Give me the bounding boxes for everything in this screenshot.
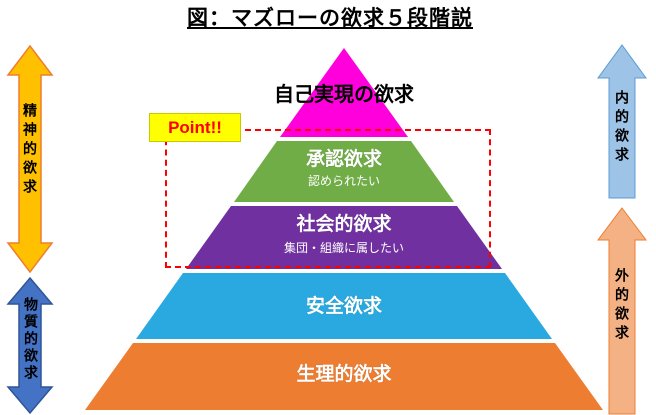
material-needs-label: 物質的欲求 (23, 297, 39, 382)
level-label-self-actualization: 自己実現の欲求 (274, 84, 414, 106)
pyramid-level-physiological (85, 343, 603, 410)
external-needs-label: 外的欲求 (614, 268, 630, 344)
point-callout: Point!! (149, 113, 241, 142)
level-label-social: 社会的欲求 (296, 214, 392, 235)
pyramid-level-self-actualization (280, 48, 408, 137)
pyramid-level-social (186, 206, 502, 269)
external-needs-arrow-icon (597, 207, 647, 415)
internal-needs-arrow-icon (597, 44, 647, 199)
pyramid-level-safety (136, 273, 552, 339)
level-label-physiological: 生理的欲求 (296, 364, 392, 385)
level-label-esteem: 承認欲求 (305, 149, 383, 170)
mental-needs-label: 精神的欲求 (22, 103, 38, 198)
level-label-safety: 安全欲求 (305, 296, 383, 317)
diagram-title: 図：マズローの欲求５段階説 (187, 7, 473, 30)
level-sublabel-social: 集団・組織に属したい (283, 241, 405, 255)
mental-needs-arrow-icon (6, 44, 54, 274)
internal-needs-label: 内的欲求 (614, 90, 630, 166)
level-sublabel-esteem: 認められたい (307, 174, 381, 188)
material-needs-arrow-icon (6, 276, 54, 415)
pyramid-level-esteem (234, 141, 454, 202)
